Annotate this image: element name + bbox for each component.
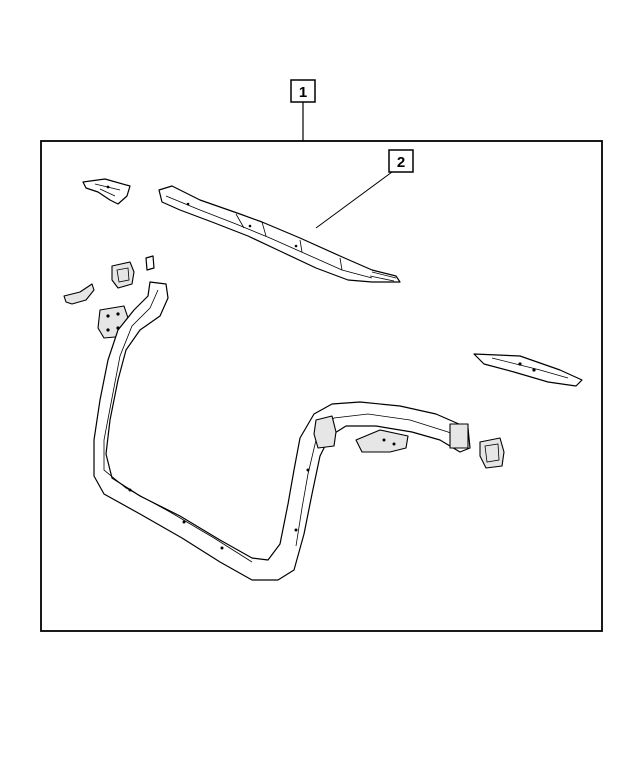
callout-1[interactable]: 1 xyxy=(290,79,316,141)
callout-2-box xyxy=(388,149,414,173)
callout-2-leader xyxy=(315,171,393,229)
right-tab-bracket xyxy=(355,429,409,453)
right-grommet xyxy=(479,437,505,469)
small-clip xyxy=(145,255,155,271)
left-curved-bracket xyxy=(63,283,95,305)
callout-2[interactable]: 2 xyxy=(315,149,414,229)
callout-1-label: 1 xyxy=(299,84,307,101)
top-right-bracket xyxy=(473,353,583,387)
cross-member xyxy=(158,185,401,283)
callout-2-label: 2 xyxy=(397,154,405,171)
left-grommet xyxy=(111,261,135,289)
support-frame xyxy=(93,281,471,581)
top-left-bracket xyxy=(82,178,131,205)
kit-boundary-box xyxy=(40,140,603,632)
